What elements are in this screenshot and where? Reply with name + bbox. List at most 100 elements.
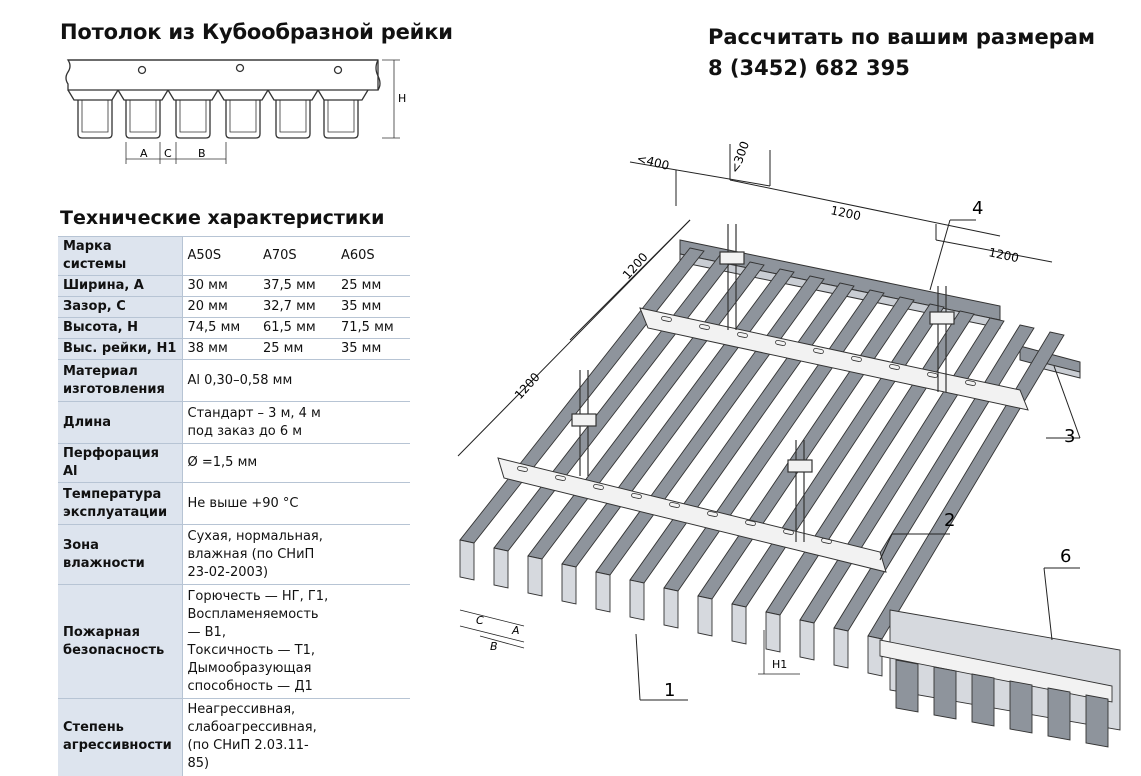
calc-line: Рассчитать по вашим размерам [708,25,1096,49]
spec-value-line: под заказ до 6 м [187,423,303,439]
spec-value: 25 мм [258,338,336,360]
diagram-label-h1: H1 [772,658,787,671]
callout-3: 3 [1064,426,1075,447]
mini-rail-slat [1047,687,1071,741]
ceiling-diagram: <400 <300 1200 1200 1200 1200 [457,140,1121,748]
stringer-slot [517,465,528,473]
stringer-slot [813,347,824,355]
spec-value-line: 23-02-2003) [187,564,269,580]
spec-key-line: влажности [63,555,145,571]
callout-4: 4 [972,198,983,219]
rail-slat-face [867,635,883,677]
mini-rail-slat [1085,694,1109,748]
stringer-slot [965,379,976,387]
spec-value-line: Дымообразующая [187,660,312,676]
spec-value-line: Сухая, нормальная, [187,528,323,544]
stringer-slot [851,355,862,363]
mini-rail-slat [895,659,919,713]
rail-slat-face [731,603,747,645]
spec-value-line: Не выше +90 °С [187,495,299,511]
spec-key-line: изготовления [63,381,165,397]
stringer-slot [783,528,794,536]
stringer-slot [745,519,756,527]
callout-6: 6 [1060,546,1071,567]
spec-value: 35 мм [336,296,410,318]
spec-key: Выс. рейки, Н1 [58,338,183,360]
rail-slat-face [493,547,509,589]
spec-value-line: влажная (по СНиП [187,546,315,562]
spec-key-line: Зона [63,537,99,553]
spec-value-line: Al 0,30–0,58 мм [187,372,293,388]
profile-label-a: A [140,147,148,160]
spec-value: Сухая, нормальная, влажная (по СНиП 23-02-… [182,524,410,585]
rail-slat-face [629,579,645,621]
spec-key: Высота, Н [58,317,183,339]
spec-value-line: (по СНиП 2.03.11- [187,738,309,754]
spec-value: 25 мм [336,275,410,297]
spec-value: 30 мм [182,275,258,297]
phone-number[interactable]: 8 (3452) 682 395 [708,56,910,80]
spec-value-line: способность — Д1 [187,678,313,694]
rail-slat-face [765,611,781,653]
spec-col: A60S [336,236,410,276]
stringer-slot [669,501,680,509]
spec-value: Стандарт – 3 м, 4 м под заказ до 6 м [182,401,410,444]
spec-value: Горючесть — НГ, Г1,Воспламеняемость— В1,… [182,584,410,699]
rail-slat-face [595,571,611,613]
spec-key: Перфорация Al [58,443,183,483]
dim-400: <400 [635,151,670,173]
spec-key: Зона влажности [58,524,183,585]
mini-rail-slat [933,666,957,720]
stringer-slot [593,483,604,491]
spec-value: 37,5 мм [258,275,336,297]
rail-slat-face [697,595,713,637]
profile-drawing: A C B H [65,59,406,164]
callout-1: 1 [664,680,675,701]
spec-value-line: — В1, [187,624,226,640]
stringer-slot [707,510,718,518]
spec-value: 38 мм [182,338,258,360]
rail-slat-face [799,619,815,661]
diagram-label-a: A [511,624,520,637]
profile-label-c: C [164,147,172,160]
table-row: Перфорация Al Ø =1,5 мм [58,443,410,483]
spec-key-line: Перфорация Al [63,446,160,479]
spec-key-line: Пожарная [63,624,140,640]
stringer-slot [821,537,832,545]
stringer-slot [927,371,938,379]
spec-key: Длина [58,401,183,444]
spec-value-line: Токсичность — Т1, [187,642,315,658]
spec-value-line: Стандарт – 3 м, 4 м [187,405,321,421]
stringer-slot [889,363,900,371]
rail-slat-face [561,563,577,605]
spec-value: 20 мм [182,296,258,318]
rail-slat-face [459,539,475,581]
spec-key-line: эксплуатации [63,504,168,520]
mini-rail-slat [971,673,995,727]
stringer-slot [661,315,672,323]
spec-value-line: Ø =1,5 мм [187,455,258,470]
spec-value: Неагрессивная,слабоагрессивная,(по СНиП … [182,698,410,776]
spec-key: Марка системы [58,236,183,276]
dim-1200-mid: 1200 [620,250,651,282]
profile-label-h: H [398,92,406,105]
stringer-slot [631,492,642,500]
spec-value-line: Неагрессивная, [187,702,296,718]
spec-value-line: 85) [187,756,210,772]
rail-slat-face [527,555,543,597]
spec-key: Зазор, С [58,296,183,318]
spec-key: Ширина, А [58,275,183,297]
spec-col: A70S [258,236,336,276]
mini-rail-slat [1009,680,1033,734]
spec-value: 71,5 мм [336,317,410,339]
